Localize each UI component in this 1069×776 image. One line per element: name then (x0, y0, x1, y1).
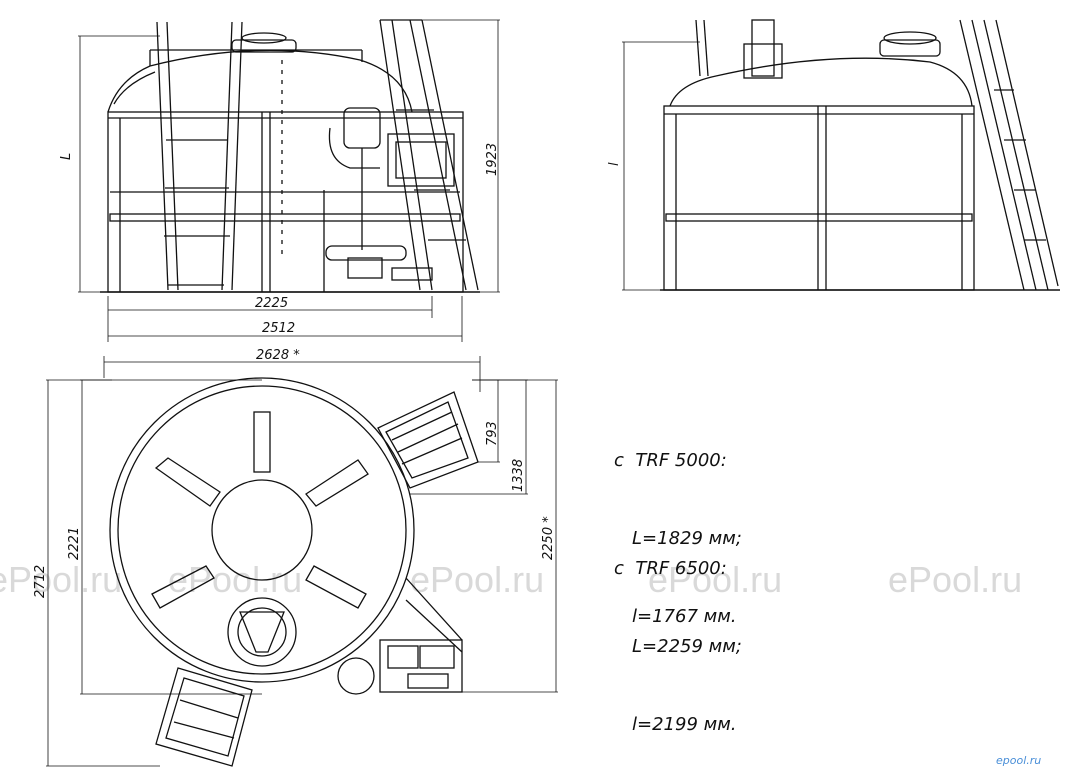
note-line-l: l=2199 мм. (632, 714, 737, 735)
front-dome (107, 49, 413, 113)
dim-2250: 2250 * (541, 516, 556, 560)
watermark-5: ePool.ru (888, 559, 1022, 600)
side-tank-body (663, 105, 975, 291)
top-center-hatch (211, 479, 313, 581)
watermark-1: ePool.ru (0, 559, 122, 600)
top-ladder-upper (377, 391, 479, 489)
top-ladder-lower (155, 667, 253, 767)
dim-2512: 2512 (262, 321, 295, 336)
side-view (660, 19, 1060, 291)
dim-793: 793 (485, 421, 500, 446)
top-filter-unit (337, 577, 463, 695)
side-ladder (959, 19, 1059, 291)
watermark-2: ePool.ru (168, 559, 302, 600)
top-view (109, 377, 479, 767)
note-title: c TRF 6500: (614, 558, 727, 579)
dim-2712: 2712 (33, 565, 48, 598)
filter-unit (325, 107, 455, 281)
front-hatch (231, 39, 297, 53)
top-spokes (151, 411, 369, 609)
dim-2628: 2628 * (256, 348, 300, 363)
front-ladder (156, 21, 243, 291)
note-line-L: L=1829 мм; (632, 528, 742, 549)
front-dimensions (78, 19, 500, 342)
note-line-L: L=2259 мм; (632, 636, 742, 657)
front-view (100, 19, 480, 293)
corner-mark: epool.ru (996, 754, 1042, 767)
note-title: c TRF 5000: (614, 450, 727, 471)
dim-L: L (59, 153, 74, 160)
top-lower-hatch (227, 597, 297, 667)
watermark-3: ePool.ru (410, 559, 544, 600)
side-dome (669, 57, 973, 107)
watermark-4: ePool.ru (648, 559, 782, 600)
note-trf-6500: c TRF 6500: L=2259 мм; l=2199 мм. (614, 504, 742, 764)
dim-2225: 2225 (255, 296, 288, 311)
top-tank-outer (109, 377, 415, 683)
dim-1923: 1923 (485, 143, 500, 176)
top-dimensions (46, 356, 558, 767)
dim-1338: 1338 (511, 459, 526, 492)
side-dimensions (622, 41, 700, 291)
dim-l: l (607, 162, 622, 166)
dim-2221: 2221 (67, 527, 82, 560)
watermark-group: ePool.ru ePool.ru ePool.ru ePool.ru ePoo… (0, 559, 1022, 600)
front-side-ladder (379, 19, 479, 291)
note-trf-5000: c TRF 5000: L=1829 мм; l=1767 мм. (614, 396, 742, 656)
note-line-l: l=1767 мм. (632, 606, 737, 627)
